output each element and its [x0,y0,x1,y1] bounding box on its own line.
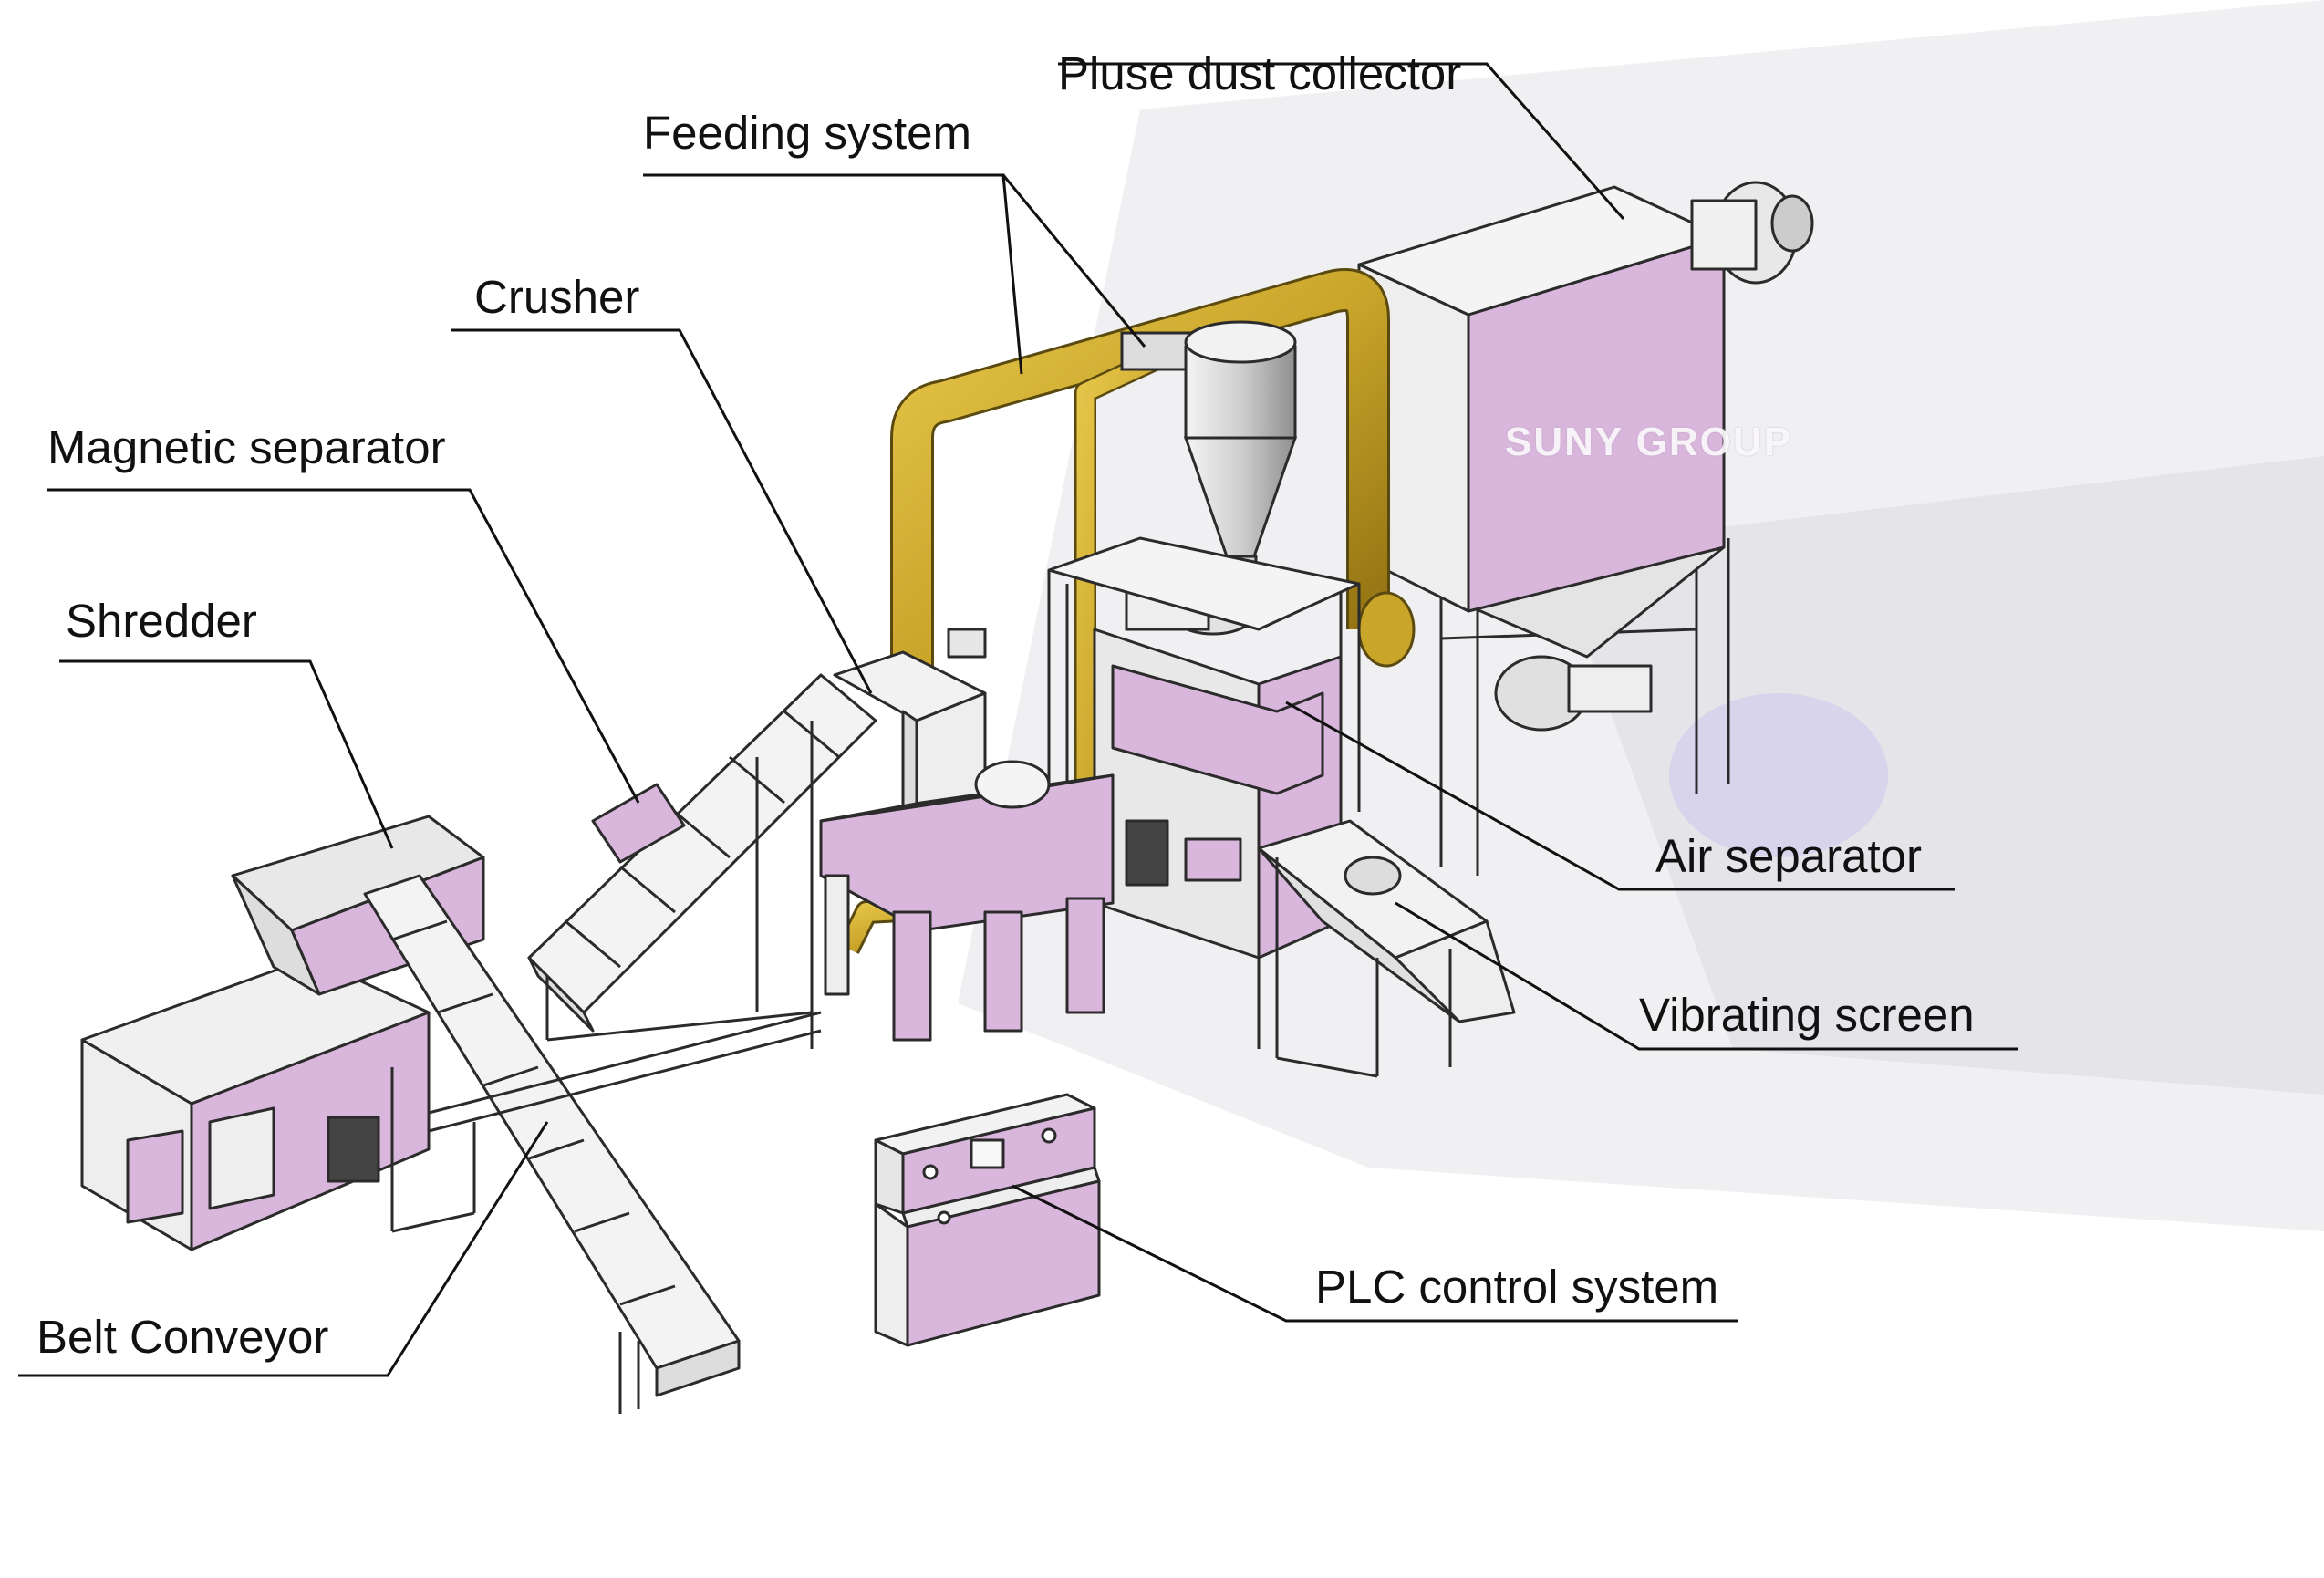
base-frame [428,1011,822,1133]
callout-line-shredder [59,659,394,849]
plc-control-cabinet [874,1093,1101,1347]
callout-line-belt-conveyor [18,1121,549,1377]
label-pulse-dust-collector: Pluse dust collector [1058,47,1462,99]
label-shredder: Shredder [66,595,257,647]
callout-line-magnetic-separator [47,488,640,804]
crusher-machine [819,628,1115,1042]
watermark-main: SUNY GROUP [1505,420,1793,464]
label-vibrating-screen: Vibrating screen [1639,989,1975,1041]
belt-conveyor-machine [363,874,741,1414]
label-belt-conveyor: Belt Conveyor [36,1311,329,1363]
label-magnetic-separator: Magnetic separator [47,421,446,473]
air-separator-machine [1047,536,1361,960]
callout-line-feeding-system-2 [1001,174,1146,348]
pulse-dust-collector-machine [1357,181,1814,876]
label-plc-control-system: PLC control system [1315,1261,1719,1313]
callout-line-feeding-system [643,173,1023,375]
label-air-separator: Air separator [1655,830,1922,882]
callout-line-vibrating-screen [1395,901,2018,1051]
callout-line-pulse-dust-collector [1058,62,1625,220]
label-crusher: Crusher [474,271,640,323]
magnetic-separator-conveyor [527,673,877,1049]
callout-line-air-separator [1285,701,1955,891]
callout-lines [18,62,2018,1377]
shredder-machine [80,815,485,1251]
label-feeding-system: Feeding system [643,107,971,159]
callout-line-plc-control-system [1012,1184,1738,1323]
callout-line-crusher [451,328,873,694]
